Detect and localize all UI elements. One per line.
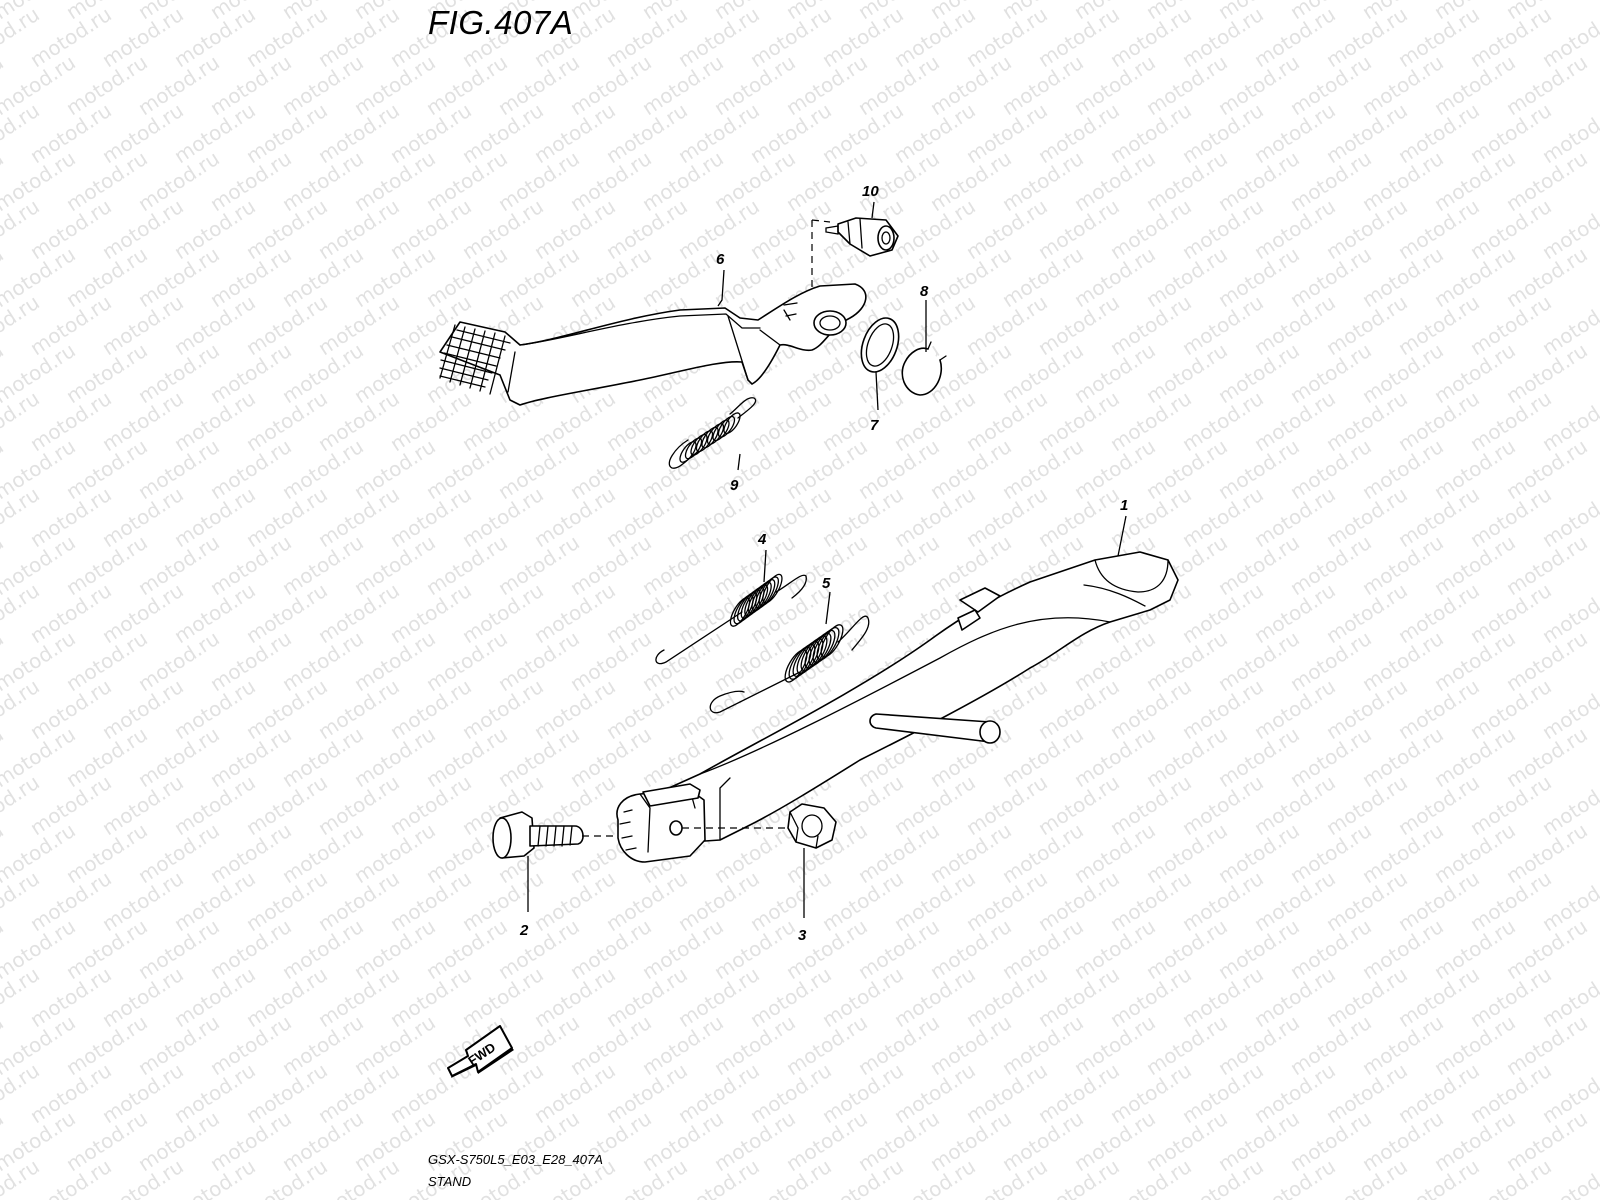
stand-nut: [682, 803, 837, 849]
lever-spring: [668, 397, 757, 469]
figure-title: FIG.407A: [428, 4, 574, 41]
callout-5: 5: [822, 575, 831, 592]
figure-code: GSX-S750L5_E03_E28_407A: [428, 1152, 603, 1167]
callout-2: 2: [519, 922, 529, 939]
pivot-pin: [825, 217, 899, 257]
callout-7: 7: [870, 417, 879, 434]
side-stand: [616, 551, 1179, 863]
circlip: [901, 341, 947, 396]
callout-6: 6: [716, 251, 725, 268]
callout-10: 10: [862, 183, 879, 200]
stand-bolt: [492, 811, 615, 859]
callout-leaders: [527, 201, 1127, 918]
callout-3: 3: [798, 927, 807, 944]
callout-1: 1: [1120, 497, 1128, 514]
spring-coil: [755, 578, 776, 609]
spring-coil: [758, 576, 779, 607]
spring-coil: [812, 629, 836, 664]
callout-9: 9: [730, 477, 739, 494]
kick-lever-grip: [439, 324, 511, 395]
kick-lever: [439, 283, 867, 406]
spring-coil: [816, 626, 840, 661]
figure-name: STAND: [428, 1174, 472, 1189]
spring-coil: [723, 412, 741, 435]
callout-4: 4: [757, 531, 767, 548]
stand-spring-inner: [655, 573, 807, 665]
fwd-arrow: FWD: [447, 1025, 514, 1078]
stand-spring-outer: [709, 615, 870, 714]
spring-coil: [820, 624, 844, 658]
callout-8: 8: [920, 283, 929, 300]
spring-coil: [762, 573, 783, 604]
washer: [860, 317, 900, 373]
spring-coil: [717, 415, 736, 438]
